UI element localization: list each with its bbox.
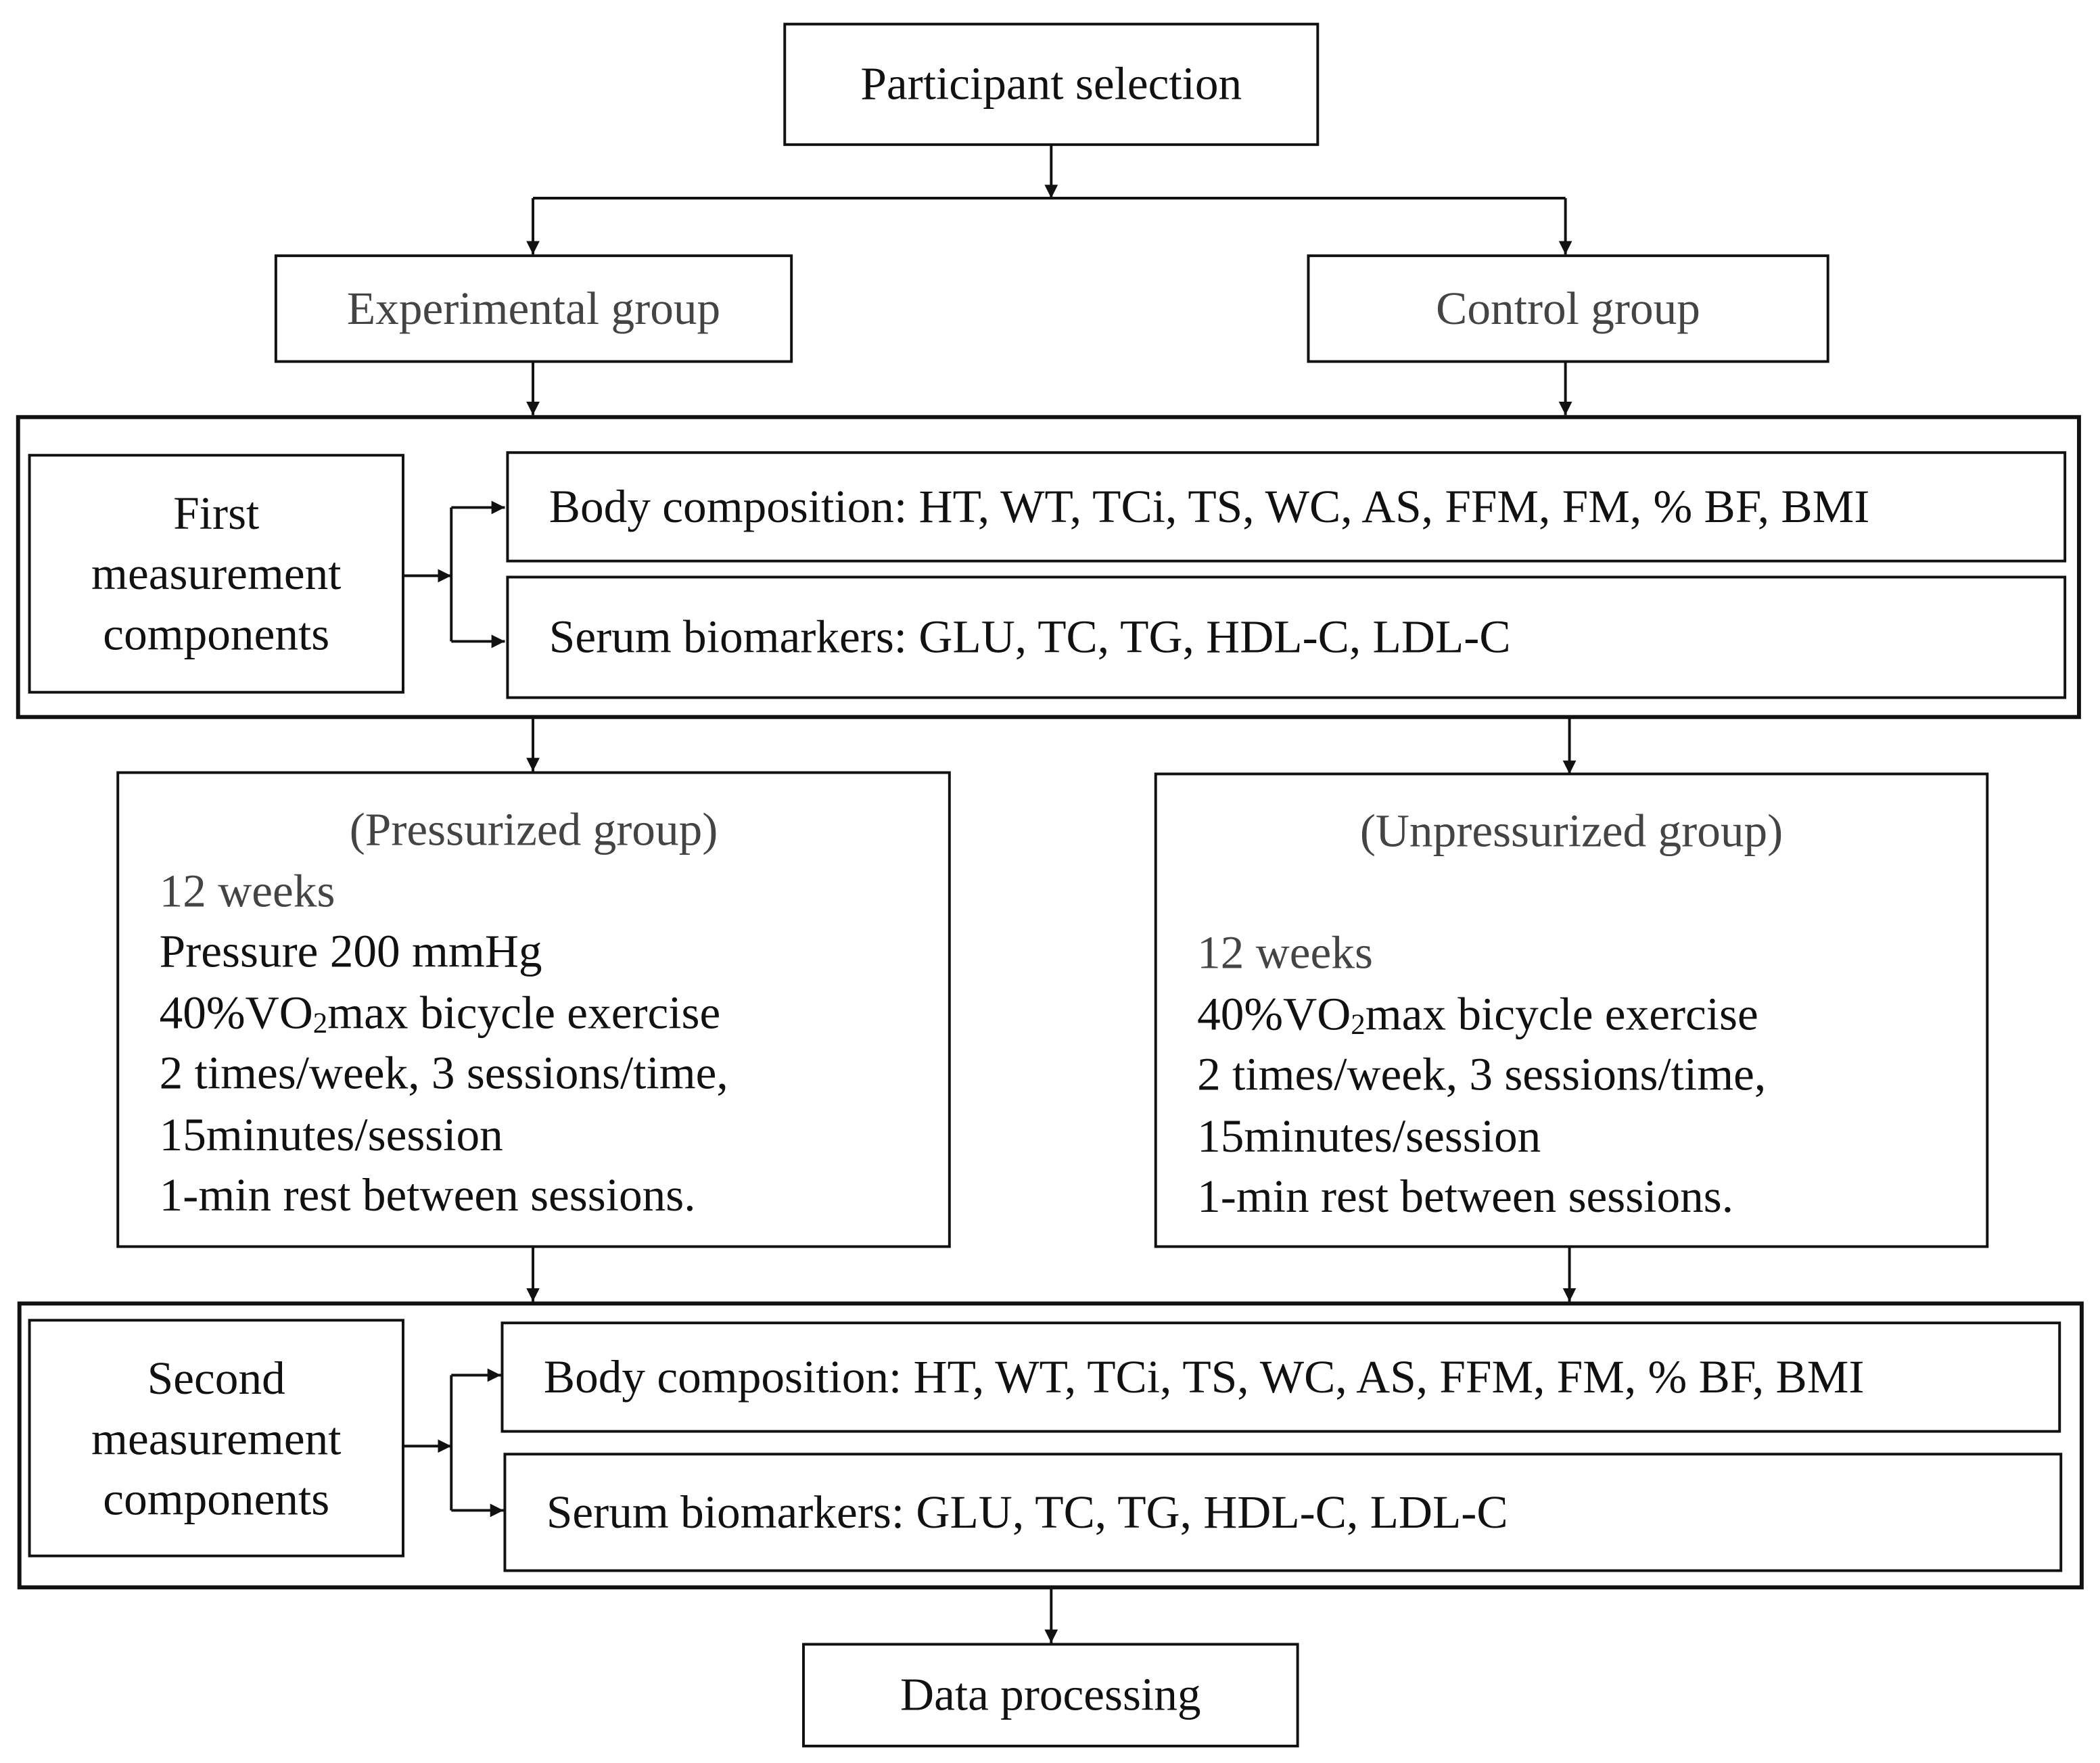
- pressurized-pressure: Pressure 200 mmHg: [159, 925, 542, 978]
- pressurized-duration: 15minutes/session: [159, 1108, 503, 1160]
- unpressurized-group-box: (Unpressurized group) 12 weeks 40%VO2max…: [1154, 772, 1989, 1248]
- second-body-composition-box: Body composition: HT, WT, TCi, TS, WC, A…: [500, 1321, 2061, 1433]
- second-measurement-box: Second measurement components: [28, 1319, 404, 1557]
- second-measurement-line-1: Second: [147, 1351, 285, 1405]
- pressurized-group-box: (Pressurized group) 12 weeks Pressure 20…: [116, 771, 951, 1248]
- second-body-composition-label: Body composition: HT, WT, TCi, TS, WC, A…: [543, 1350, 1865, 1403]
- data-processing-box: Data processing: [802, 1643, 1299, 1747]
- participant-selection-box: Participant selection: [783, 22, 1320, 146]
- control-group-label: Control group: [1436, 281, 1700, 335]
- second-measurement-line-3: components: [103, 1472, 330, 1525]
- first-serum-biomarkers-box: Serum biomarkers: GLU, TC, TG, HDL-C, LD…: [506, 575, 2067, 699]
- unpressurized-title: (Unpressurized group): [1359, 804, 1783, 857]
- unpressurized-frequency: 2 times/week, 3 sessions/time,: [1197, 1048, 1767, 1101]
- participant-selection-label: Participant selection: [860, 57, 1242, 110]
- pressurized-exercise: 40%VO2max bicycle exercise: [159, 986, 721, 1039]
- second-measurement-line-2: measurement: [91, 1411, 342, 1465]
- second-serum-biomarkers-box: Serum biomarkers: GLU, TC, TG, HDL-C, LD…: [503, 1453, 2063, 1572]
- pressurized-weeks: 12 weeks: [159, 864, 335, 917]
- pressurized-rest: 1-min rest between sessions.: [159, 1169, 696, 1221]
- first-measurement-box: First measurement components: [28, 454, 404, 694]
- first-serum-biomarkers-label: Serum biomarkers: GLU, TC, TG, HDL-C, LD…: [549, 610, 1511, 663]
- unpressurized-duration: 15minutes/session: [1197, 1109, 1541, 1162]
- pressurized-frequency: 2 times/week, 3 sessions/time,: [159, 1047, 728, 1100]
- unpressurized-exercise: 40%VO2max bicycle exercise: [1197, 987, 1758, 1040]
- first-measurement-line-1: First: [173, 487, 260, 540]
- unpressurized-rest: 1-min rest between sessions.: [1197, 1170, 1734, 1223]
- experimental-group-box: Experimental group: [274, 254, 793, 363]
- control-group-box: Control group: [1307, 254, 1829, 363]
- first-measurement-line-3: components: [103, 607, 330, 661]
- second-measurement-frame: [17, 1301, 2084, 1590]
- second-serum-biomarkers-label: Serum biomarkers: GLU, TC, TG, HDL-C, LD…: [546, 1485, 1508, 1538]
- experimental-group-label: Experimental group: [346, 281, 721, 335]
- data-processing-label: Data processing: [900, 1668, 1201, 1721]
- first-body-composition-label: Body composition: HT, WT, TCi, TS, WC, A…: [549, 479, 1870, 533]
- first-measurement-line-2: measurement: [91, 547, 342, 601]
- first-body-composition-box: Body composition: HT, WT, TCi, TS, WC, A…: [506, 451, 2067, 563]
- first-measurement-frame: [16, 415, 2081, 720]
- pressurized-title: (Pressurized group): [349, 803, 718, 856]
- unpressurized-weeks: 12 weeks: [1197, 926, 1373, 979]
